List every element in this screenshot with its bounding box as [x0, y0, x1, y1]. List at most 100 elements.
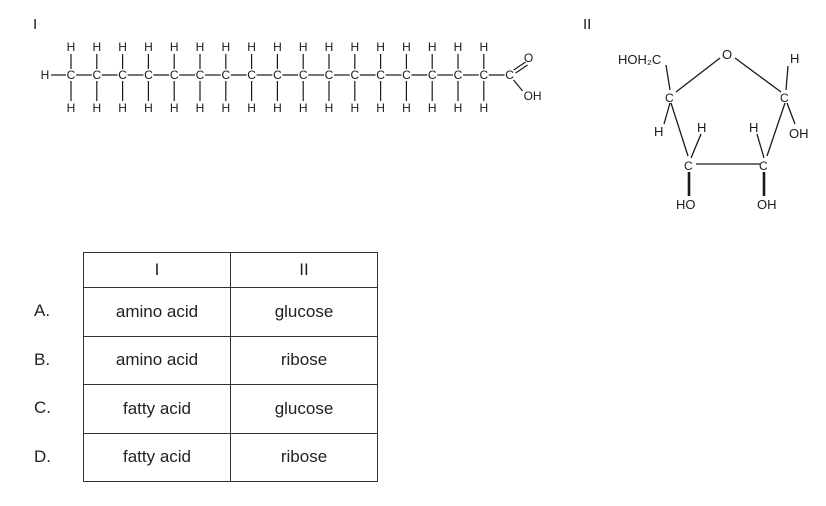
h-atom: H [454, 101, 463, 115]
bond [513, 79, 524, 92]
h-atom: H [144, 101, 153, 115]
h-atom: H [221, 101, 230, 115]
h-atom: H [350, 40, 359, 54]
bond [665, 64, 671, 91]
cell-structure-ii: glucose [230, 287, 378, 337]
h-atom: H [144, 40, 153, 54]
ch2oh-group: HOH₂C [618, 52, 661, 67]
bond [734, 57, 782, 93]
oh-group: OH [524, 89, 542, 103]
bond [786, 102, 796, 125]
h-atom: H [402, 101, 411, 115]
ho-group: HO [676, 197, 696, 212]
answer-table: I II amino acid glucose amino acid ribos… [83, 252, 378, 482]
table-row-b[interactable]: amino acid ribose [83, 335, 378, 385]
column-header-i: I [83, 252, 231, 288]
h-atom: H [170, 101, 179, 115]
c-atom: C [350, 68, 359, 82]
c-atom: C [684, 159, 693, 173]
bond [766, 102, 786, 157]
h-atom: H [196, 101, 205, 115]
h-atom: H [170, 40, 179, 54]
cell-structure-i: amino acid [83, 335, 231, 385]
c-atom: C [479, 68, 488, 82]
h-atom: H [350, 101, 359, 115]
table-header-row: I II [83, 252, 378, 288]
h-atom: H [325, 40, 334, 54]
c-atom: C [67, 68, 76, 82]
h-atom: H [376, 40, 385, 54]
table-row-d[interactable]: fatty acid ribose [83, 432, 378, 482]
h-atom: H [273, 40, 282, 54]
bond [670, 102, 689, 157]
h-atom: H [479, 40, 488, 54]
c-atom: C [247, 68, 256, 82]
h-atom: H [325, 101, 334, 115]
double-bond [515, 64, 528, 74]
c-atom: C [325, 68, 334, 82]
c-atom: C [273, 68, 282, 82]
h-atom: H [92, 101, 101, 115]
c-atom: C [196, 68, 205, 82]
c-atom: C [118, 68, 127, 82]
oh-group: OH [757, 197, 777, 212]
structure-label-i: I [33, 16, 38, 33]
h-atom: H [299, 101, 308, 115]
h-atom: H [402, 40, 411, 54]
bond [785, 65, 789, 91]
h-atom: H [454, 40, 463, 54]
option-letter-d: D. [34, 447, 51, 466]
h-atom: H [749, 120, 758, 135]
h-atom: H [654, 124, 663, 139]
option-letter-b: B. [34, 350, 51, 369]
bond [663, 102, 671, 125]
h-atom: H [376, 101, 385, 115]
c-atom: C [221, 68, 230, 82]
ring-oxygen: O [722, 47, 732, 62]
h-atom: H [67, 101, 76, 115]
double-bond [513, 61, 526, 71]
h-atom: H [118, 40, 127, 54]
c-atom: C [299, 68, 308, 82]
c-atom: C [665, 91, 674, 105]
c-atom: C [780, 91, 789, 105]
c-atom: C [92, 68, 101, 82]
option-letter-a: A. [34, 301, 51, 320]
structure-label-ii: II [583, 16, 592, 33]
o-atom: O [524, 51, 533, 65]
oh-group: OH [789, 126, 809, 141]
h-atom: H [41, 68, 50, 82]
h-atom: H [196, 40, 205, 54]
cell-structure-ii: glucose [230, 384, 378, 434]
bond [690, 133, 702, 159]
bond [756, 133, 765, 159]
table-row-a[interactable]: amino acid glucose [83, 287, 378, 337]
h-atom: H [299, 40, 308, 54]
c-atom: C [759, 159, 768, 173]
h-atom: H [479, 101, 488, 115]
h-atom: H [67, 40, 76, 54]
c-atom: C [402, 68, 411, 82]
table-row-c[interactable]: fatty acid glucose [83, 384, 378, 434]
c-atom: C [428, 68, 437, 82]
cell-structure-ii: ribose [230, 335, 378, 385]
h-atom: H [221, 40, 230, 54]
c-atom: C [454, 68, 463, 82]
cell-structure-i: amino acid [83, 287, 231, 337]
bond [675, 57, 721, 93]
h-atom: H [273, 101, 282, 115]
h-atom: H [697, 120, 706, 135]
h-atom: H [247, 101, 256, 115]
h-atom: H [428, 101, 437, 115]
cell-structure-i: fatty acid [83, 432, 231, 482]
column-header-ii: II [230, 252, 378, 288]
h-atom: H [790, 51, 799, 66]
h-atom: H [247, 40, 256, 54]
c-atom: C [376, 68, 385, 82]
c-atom: C [505, 68, 514, 82]
cell-structure-i: fatty acid [83, 384, 231, 434]
option-letter-c: C. [34, 398, 51, 417]
c-atom: C [170, 68, 179, 82]
